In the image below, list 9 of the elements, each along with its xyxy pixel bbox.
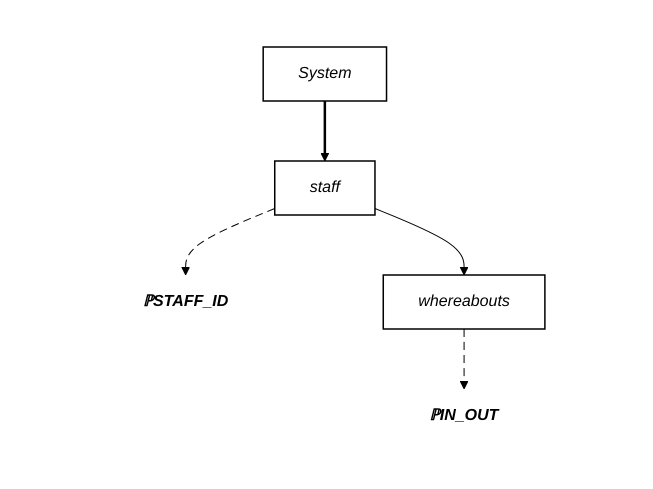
arrow: [181, 208, 276, 275]
arrow: [460, 328, 469, 389]
arrow: [374, 208, 469, 275]
node-box: staff: [274, 160, 376, 216]
arrow: [320, 100, 330, 161]
node-box: whereabouts: [382, 274, 546, 330]
node-text: ℙSTAFF_ID: [143, 292, 228, 310]
node-text: ℙIN_OUT: [430, 406, 498, 424]
node-box: System: [262, 46, 388, 102]
